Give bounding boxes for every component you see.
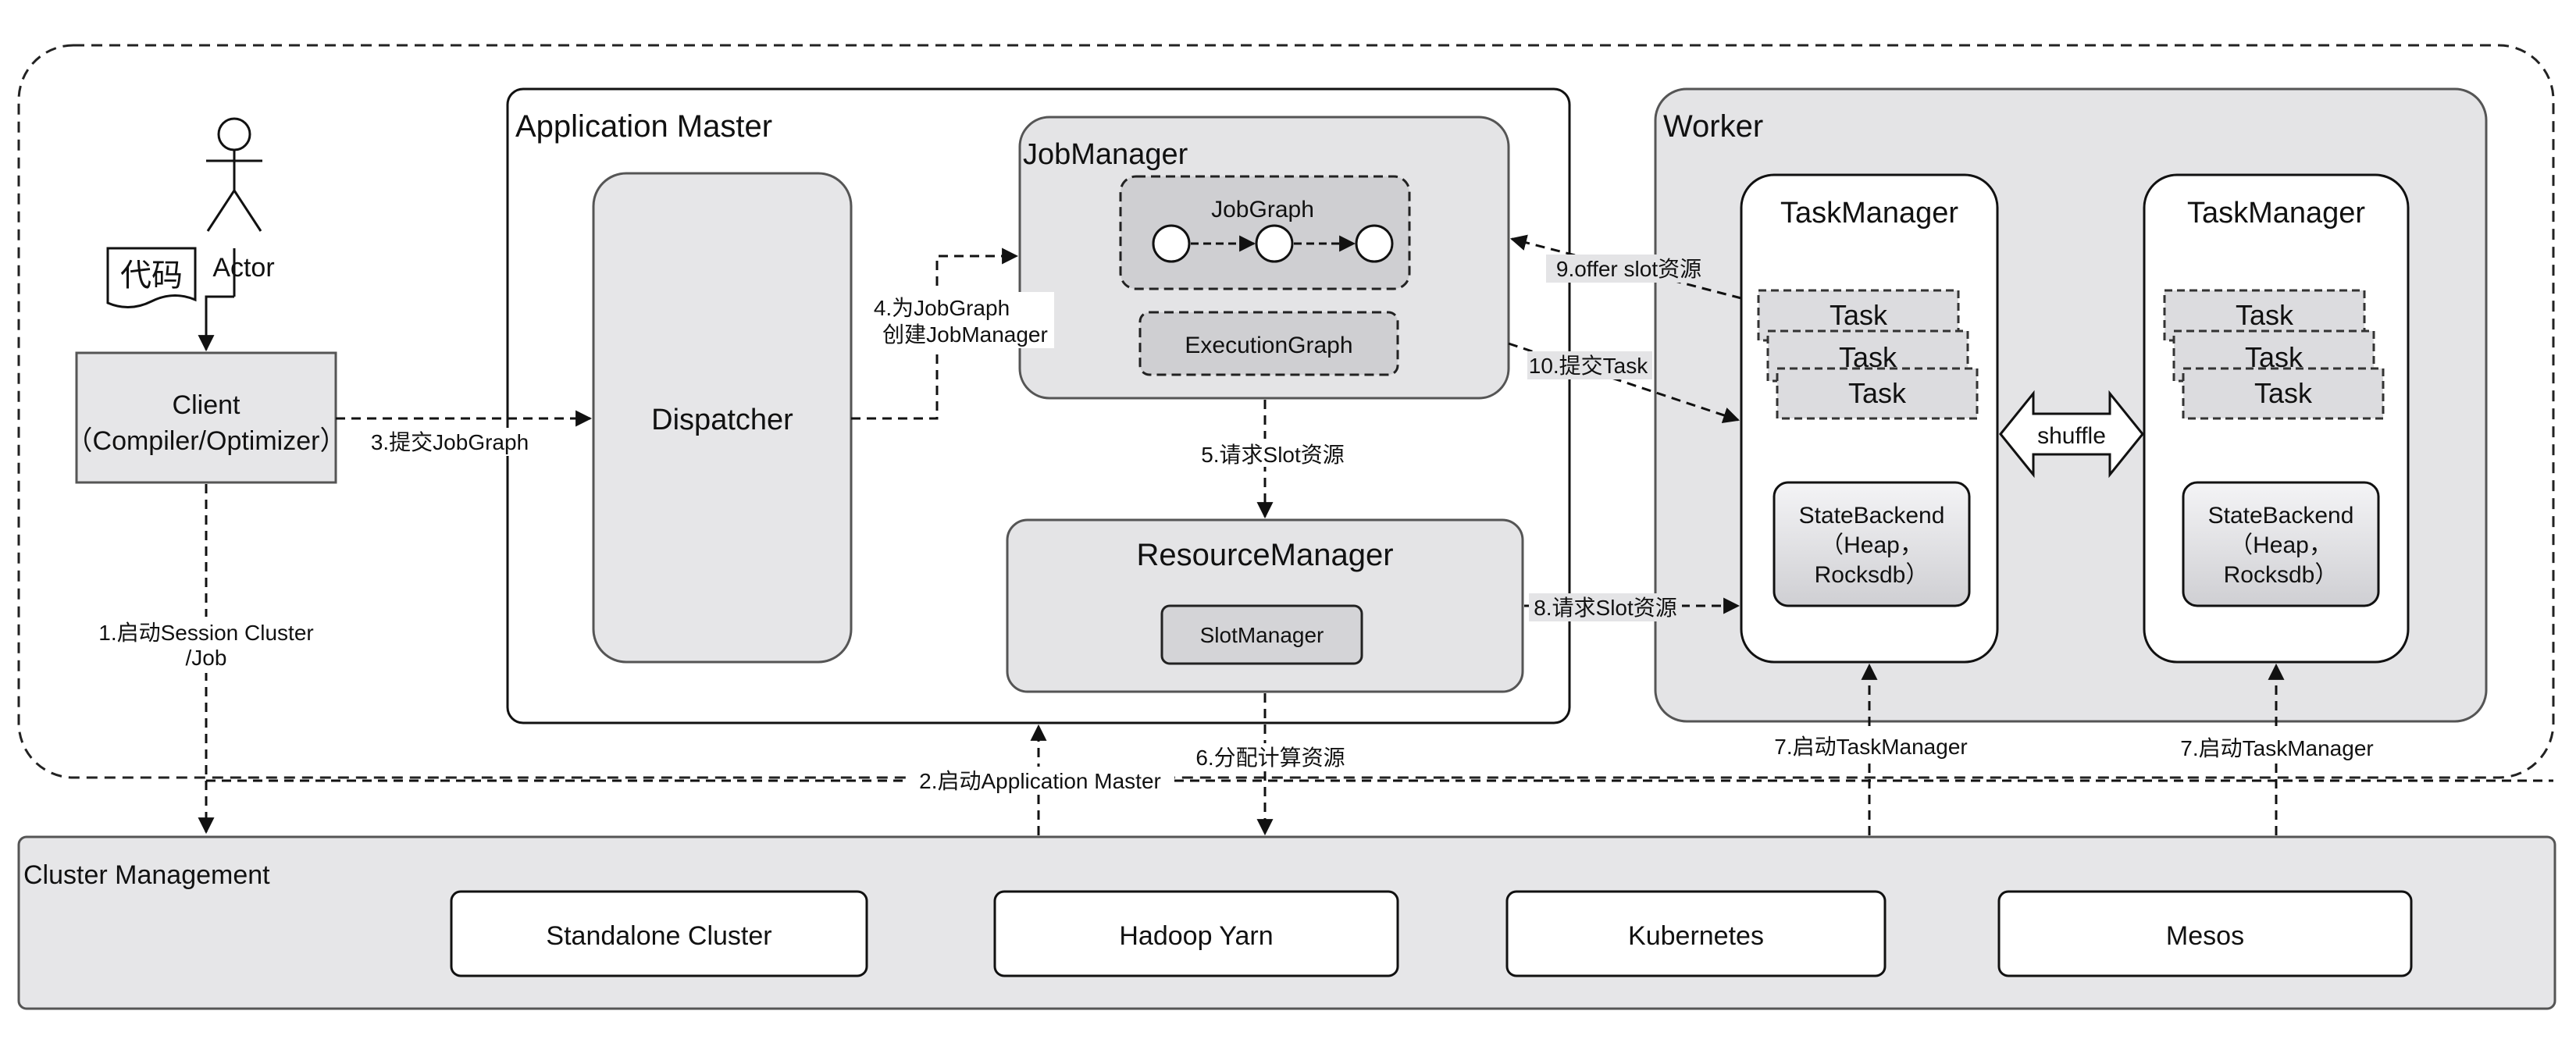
taskmanager-2: TaskManager Task Task Task StateBackend … [2143, 173, 2410, 664]
option-mesos [1997, 890, 2413, 977]
cluster-management-box: Cluster Management Standalone Cluster Ha… [17, 835, 2556, 1010]
edge-7b-label: 7.启动TaskManager [2180, 736, 2373, 760]
task-1-3-label: Task [1848, 377, 1907, 409]
edge-labels: 1.启动Session Cluster /Job 2.启动Application… [86, 255, 2378, 795]
executiongraph-box [1138, 311, 1399, 376]
edge-4-label-line2: 创建JobManager [882, 322, 1048, 347]
jobmanager-box: JobManager JobGraph ExecutionGraph [1018, 116, 1510, 400]
edge-1-label-line1: 1.启动Session Cluster [98, 621, 313, 645]
jobgraph-node-3 [1355, 224, 1394, 263]
shuffle-label: shuffle [2037, 423, 2106, 449]
worker-title: Worker [1663, 109, 1763, 144]
actor-label: Actor [212, 253, 274, 283]
statebackend-2-line1: StateBackend [2208, 503, 2354, 529]
statebackend-2 [2182, 481, 2380, 607]
edge-9-label: 9.offer slot资源 [1556, 257, 1701, 281]
task-2-3-label: Task [2254, 377, 2313, 409]
jobmanager-title: JobManager [1023, 138, 1188, 171]
taskmanager-2-title: TaskManager [2187, 197, 2365, 230]
statebackend-1-line3: Rocksdb） [1815, 562, 1929, 588]
jobgraph-label: JobGraph [1211, 197, 1314, 222]
task-2-1-label: Task [2236, 299, 2294, 331]
option-hadoop-yarn-label: Hadoop Yarn [1119, 921, 1273, 951]
dispatcher-label: Dispatcher [651, 404, 793, 436]
slotmanager-box [1160, 604, 1363, 665]
taskmanager-1: TaskManager Task Task Task StateBackend … [1740, 173, 1999, 664]
jobgraph-node-1 [1152, 224, 1191, 263]
task-1-3 [1776, 367, 1979, 420]
edge-5-label: 5.请求Slot资源 [1201, 443, 1345, 467]
option-kubernetes [1505, 890, 1887, 977]
option-kubernetes-label: Kubernetes [1628, 921, 1764, 951]
edge-4-label-line1: 4.为JobGraph [874, 296, 1010, 320]
code-document-icon: 代码 [106, 247, 197, 308]
taskmanager-1-title: TaskManager [1780, 197, 1958, 230]
option-standalone-cluster-label: Standalone Cluster [546, 921, 771, 951]
edge-10-label: 10.提交Task [1529, 354, 1648, 378]
edge-4 [851, 247, 1019, 420]
edge-3-label: 3.提交JobGraph [371, 430, 529, 454]
option-hadoop-yarn [993, 890, 1399, 977]
client-box: Client （Compiler/Optimizer） [66, 351, 347, 484]
shuffle-arrow: shuffle [1999, 390, 2144, 479]
option-mesos-label: Mesos [2166, 921, 2244, 951]
statebackend-2-line2: （Heap， [2229, 532, 2332, 558]
client-line2: （Compiler/Optimizer） [66, 426, 347, 456]
slotmanager-label: SlotManager [1200, 623, 1324, 647]
edge-7a-label: 7.启动TaskManager [1774, 735, 1967, 759]
statebackend-1 [1773, 481, 1971, 607]
statebackend-1-line2: （Heap， [1820, 532, 1923, 558]
task-1-1-label: Task [1830, 299, 1888, 331]
executiongraph-label: ExecutionGraph [1185, 333, 1352, 358]
cluster-boundary [17, 44, 2555, 779]
edge-8-label: 8.请求Slot资源 [1534, 596, 1677, 620]
actor-icon [206, 117, 262, 232]
option-standalone-cluster [450, 890, 868, 977]
edge-1-label-line2: /Job [186, 646, 227, 670]
client-line1: Client [173, 390, 240, 420]
statebackend-2-line3: Rocksdb） [2224, 562, 2339, 588]
application-master-title: Application Master [515, 109, 772, 144]
resourcemanager-box: ResourceManager SlotManager [1006, 518, 1524, 693]
cluster-management-title: Cluster Management [23, 860, 270, 890]
task-2-3 [2182, 367, 2385, 420]
edge-6-label: 6.分配计算资源 [1195, 746, 1345, 770]
actor-to-client-arrow [198, 295, 234, 352]
edge-2-label: 2.启动Application Master [919, 769, 1161, 793]
code-document-label: 代码 [120, 258, 183, 293]
jobgraph-node-2 [1255, 224, 1294, 263]
dispatcher-box: Dispatcher [592, 172, 853, 664]
statebackend-1-line1: StateBackend [1799, 503, 1945, 529]
resourcemanager-title: ResourceManager [1136, 538, 1393, 572]
